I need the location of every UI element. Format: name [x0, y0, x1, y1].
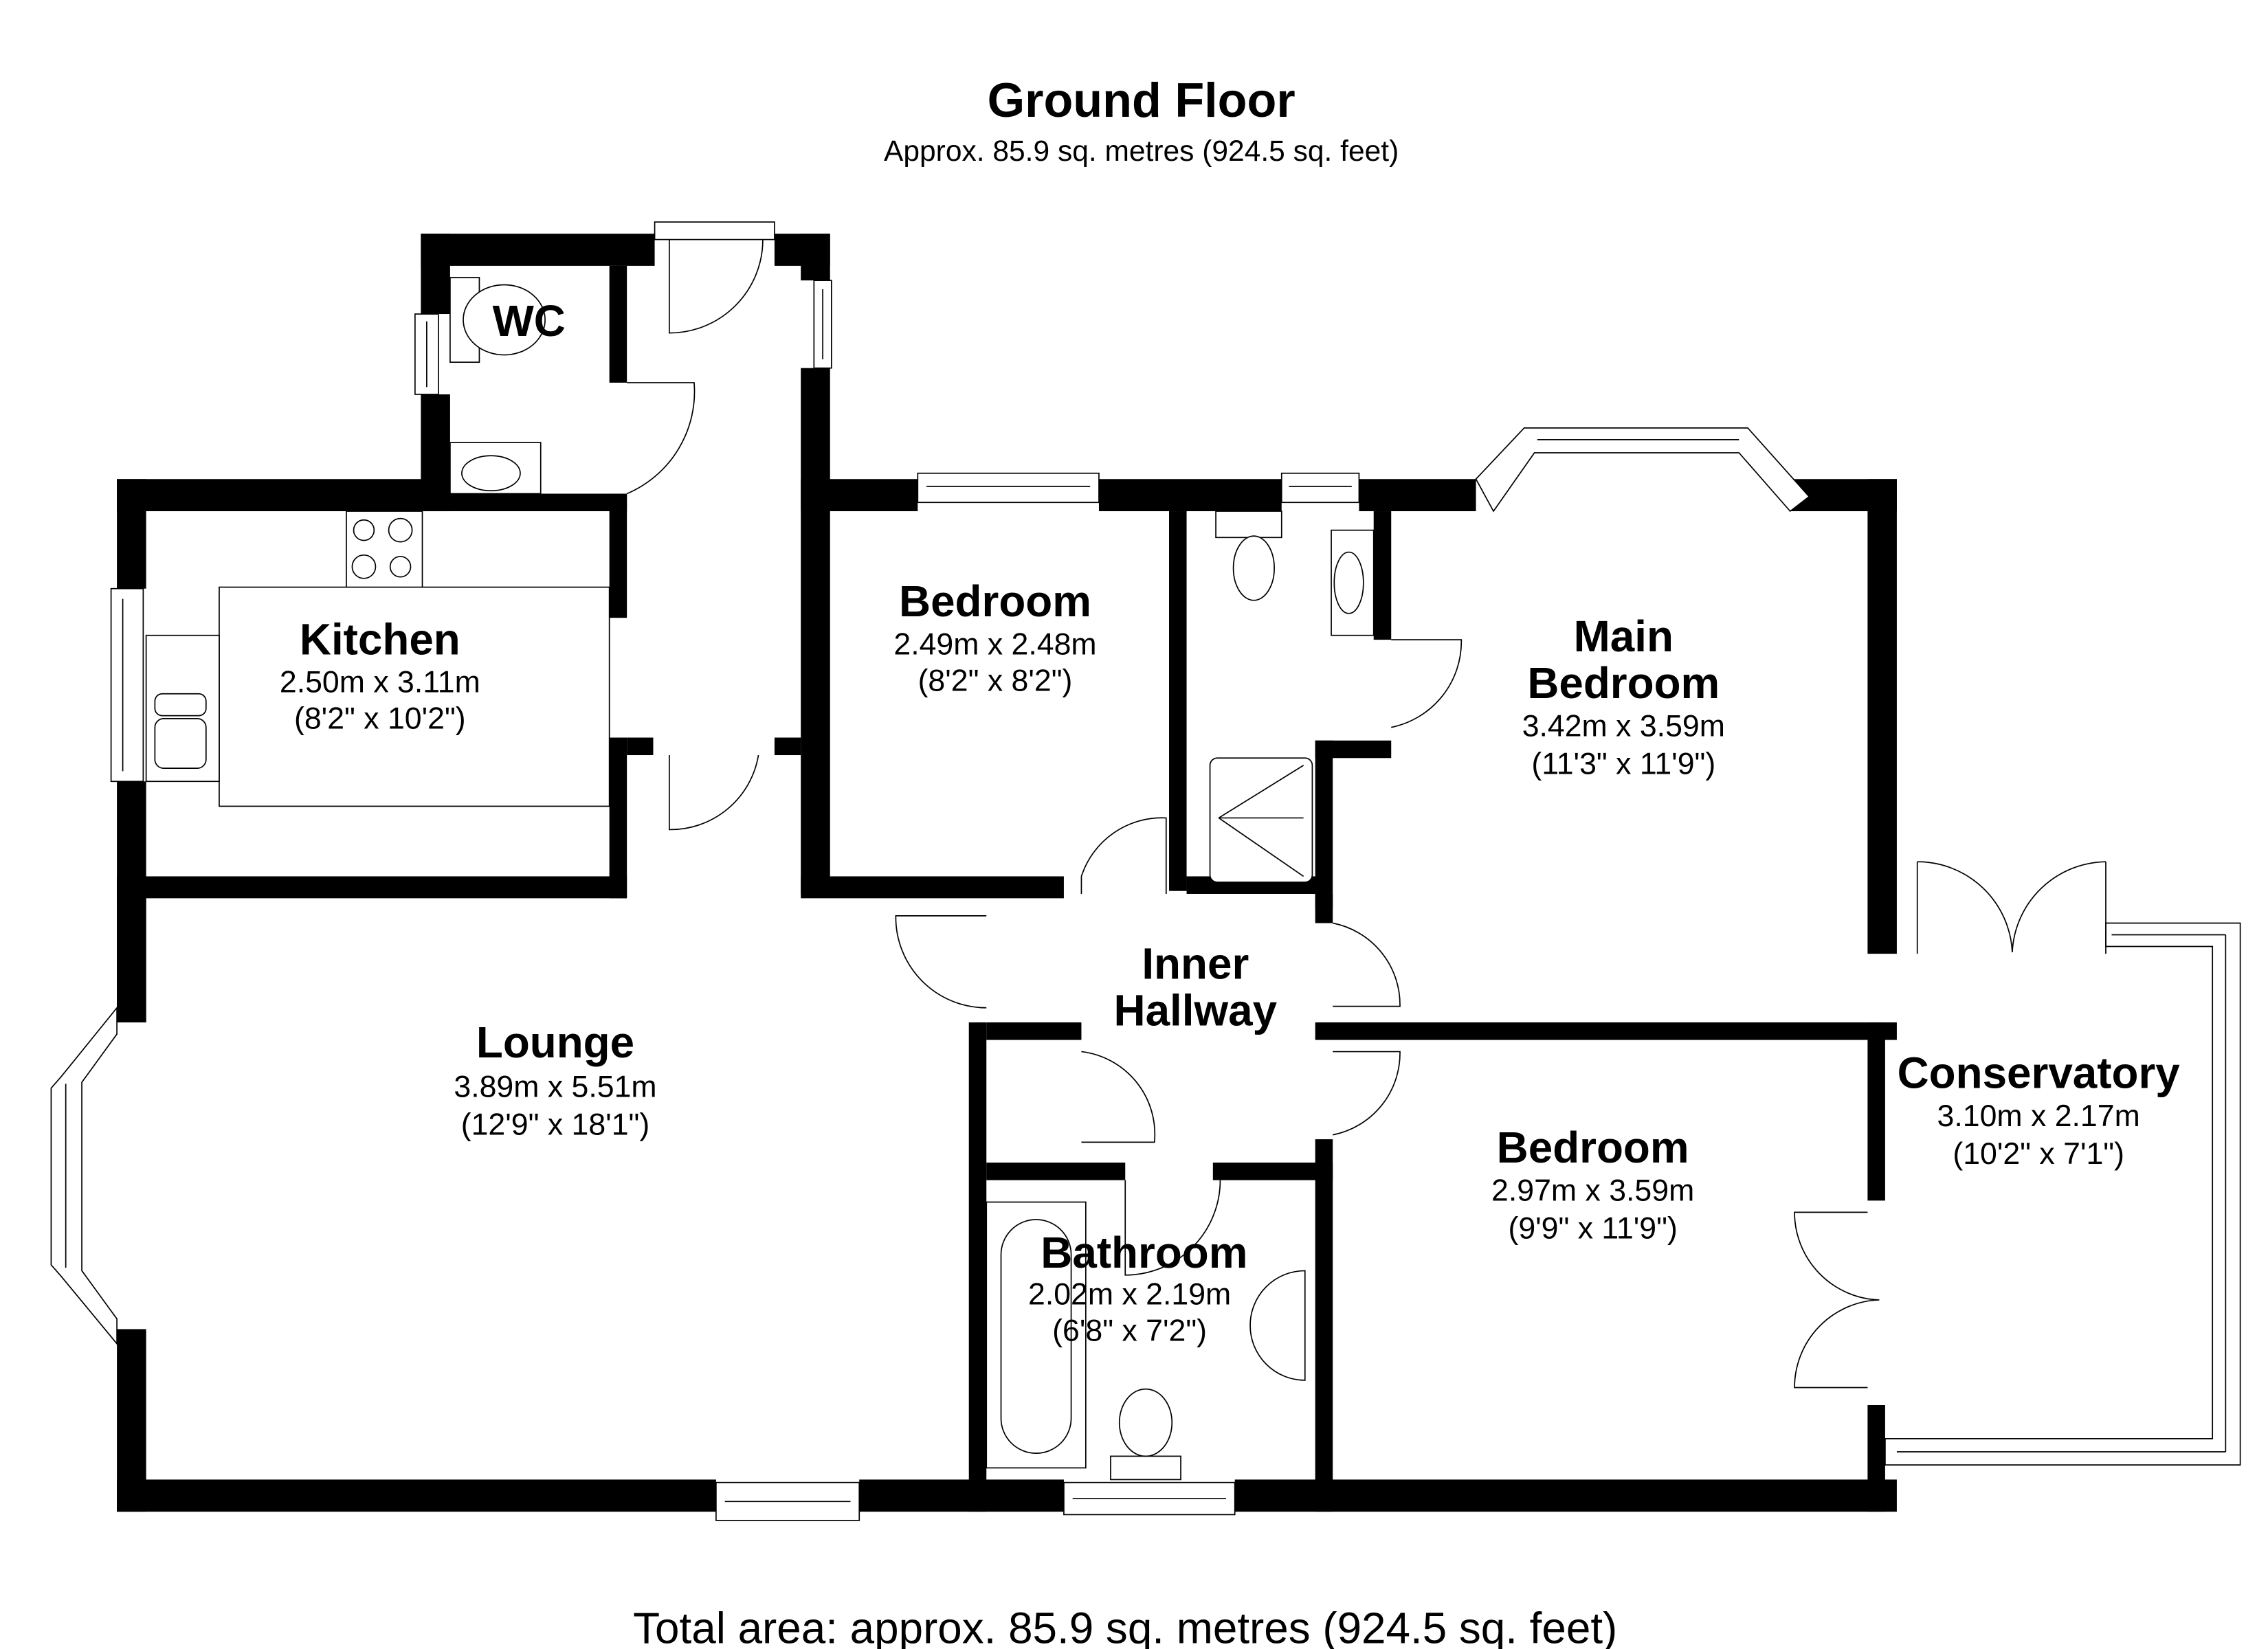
shower-tray-icon [1209, 757, 1313, 883]
windows [50, 221, 2241, 1521]
room-dimensions-imperial: (12'9" x 18'1") [461, 1108, 650, 1142]
ensuite-toilet-icon [1232, 535, 1275, 601]
room-dimensions-metric: 2.97m x 3.59m [1491, 1174, 1694, 1207]
room-wc: WC [493, 296, 566, 346]
bath-icon [986, 1201, 1087, 1469]
room-name: Bedroom [899, 576, 1091, 626]
kitchen-counter [219, 586, 610, 807]
ensuite-basin-icon [1333, 551, 1364, 614]
room-name-line1: Inner [1142, 939, 1249, 988]
room-dimensions-metric: 2.50m x 3.11m [280, 666, 480, 699]
room-name: Bathroom [1041, 1228, 1247, 1277]
walls [117, 234, 1897, 1512]
sink-icon [145, 634, 220, 783]
room-dimensions-imperial: (10'2" x 7'1") [1953, 1137, 2124, 1171]
room-name: WC [493, 296, 566, 346]
room-inner-hallway: Inner Hallway [1114, 939, 1278, 1035]
room-dimensions-imperial: (6'8" x 7'2") [1052, 1314, 1207, 1347]
room-dimensions-metric: 3.89m x 5.51m [454, 1070, 656, 1103]
room-bathroom: Bathroom 2.02m x 2.19m (6'8" x 7'2") [1028, 1228, 1247, 1347]
room-name: Conservatory [1898, 1048, 2181, 1098]
room-bedroom-3: Bedroom 2.97m x 3.59m (9'9" x 11'9") [1491, 1123, 1694, 1246]
room-lounge: Lounge 3.89m x 5.51m (12'9" x 18'1") [454, 1018, 656, 1142]
wc-toilet-icon [463, 284, 546, 356]
room-dimensions-metric: 2.02m x 2.19m [1028, 1277, 1231, 1311]
room-dimensions-metric: 2.49m x 2.48m [893, 627, 1096, 661]
room-name: Bedroom [1497, 1123, 1689, 1172]
hob-icon [346, 511, 423, 590]
wc-basin-icon [461, 455, 521, 492]
room-name: Kitchen [300, 614, 460, 664]
doors [626, 239, 2106, 1389]
bathroom-basin-icon [1249, 1270, 1306, 1381]
total-area-footer: Total area: approx. 85.9 sq. metres (924… [633, 1604, 1617, 1649]
room-name-line2: Hallway [1114, 985, 1278, 1035]
room-name-line2: Bedroom [1527, 658, 1720, 708]
room-dimensions-imperial: (9'9" x 11'9") [1508, 1212, 1677, 1246]
room-conservatory: Conservatory 3.10m x 2.17m (10'2" x 7'1"… [1898, 1048, 2181, 1171]
fixtures [145, 277, 1375, 1481]
room-dimensions-imperial: (8'2" x 10'2") [294, 702, 466, 736]
room-dimensions-metric: 3.10m x 2.17m [1937, 1099, 2140, 1133]
room-dimensions-imperial: (11'3" x 11'9") [1531, 748, 1715, 781]
floor-area-subtitle: Approx. 85.9 sq. metres (924.5 sq. feet) [884, 135, 1399, 168]
room-bedroom-2: Bedroom 2.49m x 2.48m (8'2" x 8'2") [893, 576, 1096, 697]
room-kitchen: Kitchen 2.50m x 3.11m (8'2" x 10'2") [280, 614, 480, 735]
floor-title: Ground Floor [988, 73, 1296, 127]
room-dimensions-imperial: (8'2" x 8'2") [918, 664, 1073, 697]
room-name-line1: Main [1574, 612, 1674, 661]
bathroom-toilet-icon [1118, 1388, 1173, 1457]
room-dimensions-metric: 3.42m x 3.59m [1522, 709, 1725, 743]
room-main-bedroom: Main Bedroom 3.42m x 3.59m (11'3" x 11'9… [1522, 612, 1725, 781]
room-name: Lounge [476, 1018, 634, 1067]
